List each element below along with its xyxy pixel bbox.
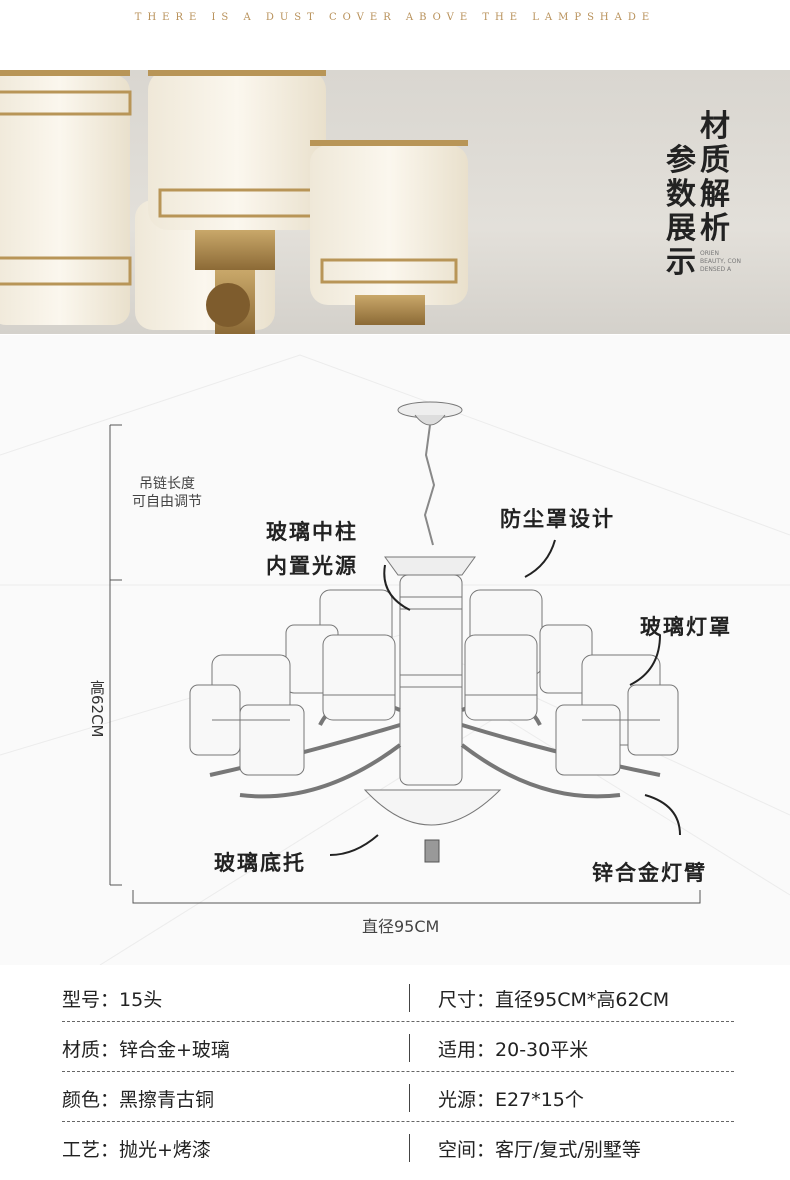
spec-left: 工艺：抛光+烤漆 bbox=[62, 1139, 211, 1161]
chain-note-line: 可自由调节 bbox=[132, 494, 202, 510]
banner-title-column-2: 参 数 展 示 bbox=[666, 144, 696, 280]
glass-shade-label: 玻璃灯罩 bbox=[640, 614, 732, 639]
dust-cover-label: 防尘罩设计 bbox=[500, 506, 615, 531]
diameter-label: 直径95CM bbox=[362, 917, 440, 936]
alloy-arm-label: 锌合金灯臂 bbox=[592, 860, 707, 885]
spec-divider bbox=[409, 984, 410, 1012]
banner-subtext-line: ORIEN bbox=[700, 250, 719, 257]
banner-title-char: 解 bbox=[700, 177, 730, 212]
glass-column-label-line: 玻璃中柱 bbox=[266, 519, 358, 544]
spec-right: 尺寸：直径95CM*高62CM bbox=[438, 989, 670, 1011]
banner-title-char: 参 bbox=[666, 143, 696, 178]
glass-base-label: 玻璃底托 bbox=[214, 850, 306, 875]
chandelier-drawing bbox=[0, 354, 790, 965]
spec-divider bbox=[409, 1134, 410, 1162]
banner-title-column-1: 材 质 解 析 bbox=[700, 110, 730, 280]
banner-title-char: 展 bbox=[666, 211, 696, 246]
spec-row: 型号：15头 尺寸：直径95CM*高62CM bbox=[62, 972, 734, 1022]
spec-table: 型号：15头 尺寸：直径95CM*高62CM 材质：锌合金+玻璃 适用：20-3… bbox=[62, 972, 734, 1171]
chain-length-note: 吊链长度 可自由调节 bbox=[132, 475, 202, 511]
spec-right: 光源：E27*15个 bbox=[438, 1089, 584, 1111]
lamp-photo-illustration bbox=[0, 70, 468, 334]
banner-subtext: ORIEN BEAUTY, CON DENSED A bbox=[700, 250, 741, 274]
chandelier-diagram: 吊链长度 可自由调节 玻璃中柱 内置光源 防尘罩设计 玻璃灯罩 玻璃底托 锌合金… bbox=[0, 335, 790, 965]
banner-photo: 材 质 解 析 参 数 展 示 ORIEN BEAUTY, CON DENSED… bbox=[0, 70, 790, 334]
spec-left: 型号：15头 bbox=[62, 989, 163, 1011]
banner-title-char: 材 bbox=[700, 109, 730, 144]
spec-left: 颜色：黑擦青古铜 bbox=[62, 1089, 215, 1111]
banner-subtext-line: BEAUTY, CON bbox=[700, 258, 741, 265]
banner-subtext-line: DENSED A bbox=[700, 266, 732, 273]
spec-row: 工艺：抛光+烤漆 空间：客厅/复式/别墅等 bbox=[62, 1122, 734, 1171]
banner-title-char: 数 bbox=[666, 177, 696, 212]
spec-row: 颜色：黑擦青古铜 光源：E27*15个 bbox=[62, 1072, 734, 1122]
glass-column-label: 玻璃中柱 内置光源 bbox=[266, 515, 358, 583]
spec-divider bbox=[409, 1084, 410, 1112]
banner-title-char: 示 bbox=[666, 245, 696, 280]
glass-column-label-line: 内置光源 bbox=[266, 553, 358, 578]
spec-divider bbox=[409, 1034, 410, 1062]
banner-title: 材 质 解 析 参 数 展 示 bbox=[666, 110, 730, 280]
banner-title-char: 析 bbox=[700, 211, 730, 246]
spec-row: 材质：锌合金+玻璃 适用：20-30平米 bbox=[62, 1022, 734, 1072]
height-label: 高62CM bbox=[88, 680, 106, 738]
chain-note-line: 吊链长度 bbox=[139, 476, 195, 492]
spec-left: 材质：锌合金+玻璃 bbox=[62, 1039, 230, 1061]
banner-title-char: 质 bbox=[700, 143, 730, 178]
spec-right: 空间：客厅/复式/别墅等 bbox=[438, 1139, 641, 1161]
spec-right: 适用：20-30平米 bbox=[438, 1039, 589, 1061]
top-tagline: THERE IS A DUST COVER ABOVE THE LAMPSHAD… bbox=[134, 12, 656, 23]
